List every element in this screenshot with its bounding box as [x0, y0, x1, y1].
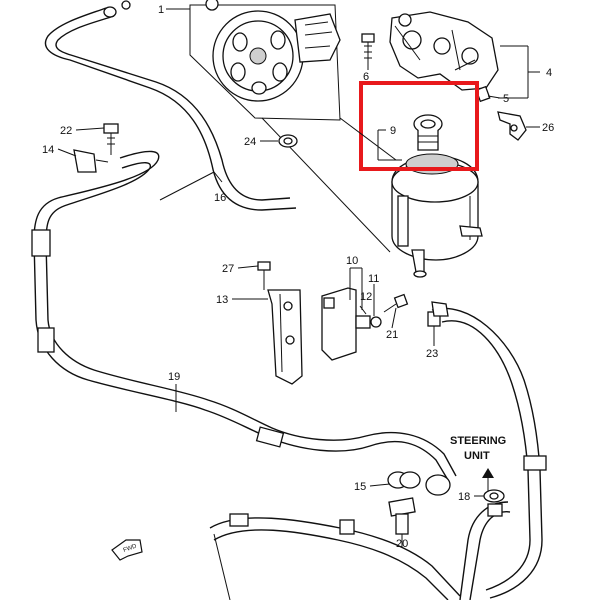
callout-18: 18 [458, 491, 470, 503]
callout-10: 10 [346, 255, 358, 267]
bolt-5 [475, 85, 501, 103]
steering-unit-label-line1: STEERING [450, 435, 506, 447]
callout-12: 12 [360, 291, 372, 303]
callout-13: 13 [216, 294, 228, 306]
callout-27: 27 [222, 263, 234, 275]
callout-1: 1 [158, 4, 164, 16]
clamp-23 [431, 301, 449, 317]
bracket-10-leaders [349, 267, 375, 316]
steering-unit-arrow [482, 468, 494, 492]
clamp-14 [73, 149, 109, 173]
lower-hose-assembly [209, 501, 511, 600]
clamp-26 [497, 111, 527, 141]
callout-4: 4 [546, 67, 552, 79]
callout-26: 26 [542, 122, 554, 134]
bolt-21 [383, 293, 409, 313]
callout-19: 19 [168, 371, 180, 383]
reservoir-tank [391, 153, 483, 278]
bolt-22 [103, 123, 119, 155]
bolt-27 [257, 261, 271, 290]
mount-bracket-10 [321, 287, 382, 361]
bolt-6 [361, 33, 375, 62]
hose-clamp-24 [278, 134, 298, 148]
leader-4 [498, 45, 540, 99]
bracket-13 [267, 289, 303, 385]
callout-11: 11 [368, 273, 379, 285]
return-hose-16 [44, 6, 297, 211]
callout-20: 20 [396, 538, 408, 550]
callout-24: 24 [244, 136, 256, 148]
fwd-arrow-icon: FWD [111, 539, 143, 561]
banjo-bolt-15 [387, 471, 421, 489]
callout-16: 16 [214, 192, 226, 204]
fwd-label: FWD [123, 543, 139, 554]
clamp-18 [483, 489, 505, 503]
pressure-hose-19 [31, 150, 457, 496]
callout-15: 15 [354, 481, 366, 493]
union-bolt-20 [388, 497, 416, 548]
callout-22: 22 [60, 125, 72, 137]
steering-unit-label-line2: UNIT [464, 450, 490, 462]
leader-16 [159, 171, 223, 201]
pump-bracket-4 [389, 11, 499, 91]
reservoir-cap-9 [413, 114, 443, 151]
callout-5: 5 [503, 93, 509, 105]
callout-6: 6 [363, 71, 369, 83]
power-steering-pump-1 [121, 0, 341, 121]
callout-23: 23 [426, 348, 438, 360]
callout-14: 14 [42, 144, 54, 156]
callout-9: 9 [390, 125, 396, 137]
highlight-box-9 [359, 81, 479, 171]
callout-21: 21 [386, 329, 398, 341]
